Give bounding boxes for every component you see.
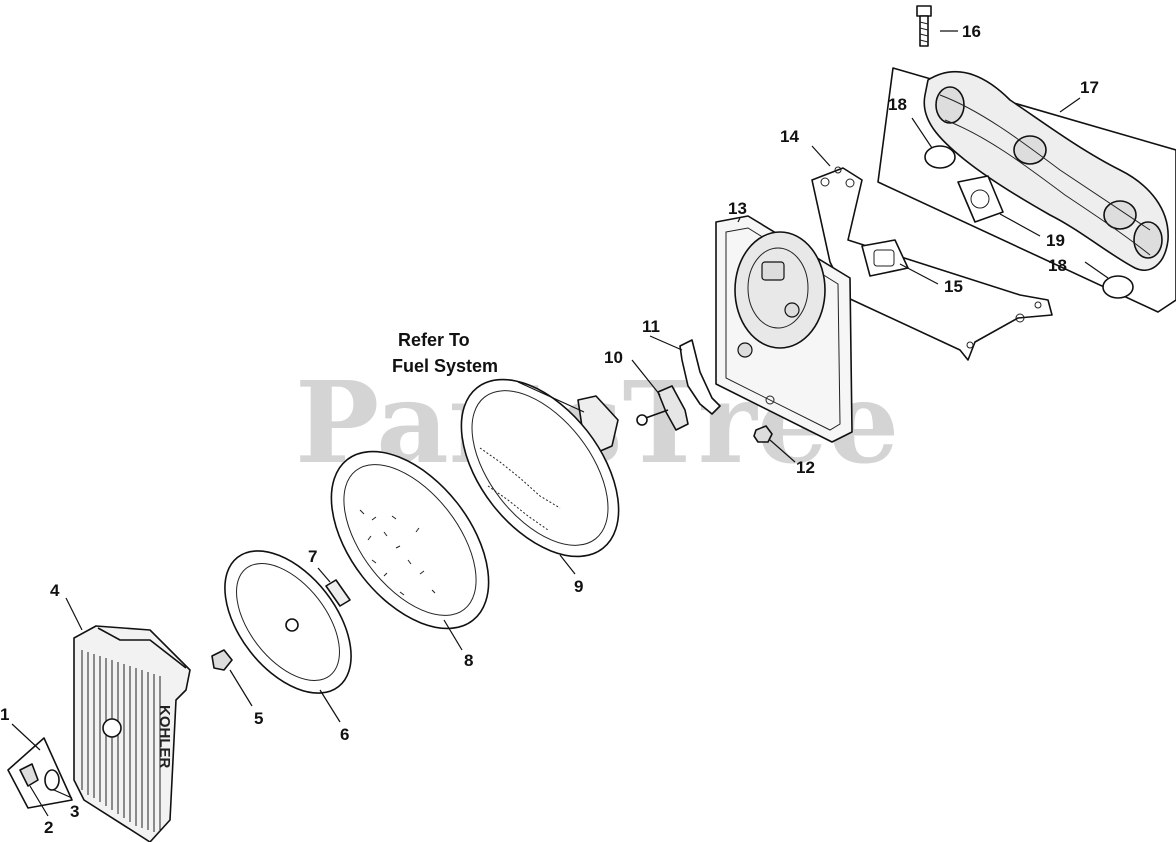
callout-6: 6 (340, 725, 349, 744)
part-7-stud (325, 579, 351, 607)
callout-16: 16 (962, 22, 981, 41)
note-line-2: Fuel System (392, 356, 498, 376)
note-line-1: Refer To (398, 330, 470, 350)
callouts: 1 2 3 4 5 6 7 8 9 10 11 12 13 14 15 16 1… (0, 22, 1099, 837)
part-14-bracket (811, 166, 1053, 361)
part-6-cover-plate (224, 550, 352, 694)
part-8-paper-element (330, 450, 490, 630)
part-18-seal-right (1102, 275, 1134, 299)
callout-4: 4 (50, 581, 60, 600)
part-4-air-cleaner-cover: KOHLER (73, 625, 191, 842)
callout-7: 7 (308, 547, 317, 566)
callout-8: 8 (464, 651, 473, 670)
callout-3: 3 (70, 802, 79, 821)
part-13-backplate (715, 215, 853, 443)
callout-19: 19 (1046, 231, 1065, 250)
callout-10: 10 (604, 348, 623, 367)
part-3-o-ring (44, 769, 60, 791)
callout-11: 11 (642, 317, 660, 336)
callout-14: 14 (780, 127, 799, 146)
part-5-wing-nut (211, 649, 233, 671)
cover-brand-text: KOHLER (156, 705, 173, 769)
part-1-decal (7, 737, 73, 809)
part-17-intake-manifold (877, 67, 1176, 313)
callout-2: 2 (44, 818, 53, 837)
part-16-bolt (916, 5, 932, 47)
part-19-gasket (957, 175, 1004, 223)
callout-17: 17 (1080, 78, 1099, 97)
part-18-seal-left (924, 145, 956, 169)
part-2-knob (19, 763, 39, 787)
callout-9: 9 (574, 577, 583, 596)
callout-18-top: 18 (888, 95, 907, 114)
callout-13: 13 (728, 199, 747, 218)
part-10-bracket (636, 385, 689, 431)
callout-15: 15 (944, 277, 963, 296)
leader-lines (11, 30, 1109, 817)
callout-5: 5 (254, 709, 263, 728)
part-12-screw (753, 425, 773, 443)
callout-18-bottom: 18 (1048, 256, 1067, 275)
part-11-bracket (679, 339, 721, 415)
callout-12: 12 (796, 458, 815, 477)
callout-1: 1 (0, 705, 9, 724)
part-9-filter-element (460, 378, 620, 558)
